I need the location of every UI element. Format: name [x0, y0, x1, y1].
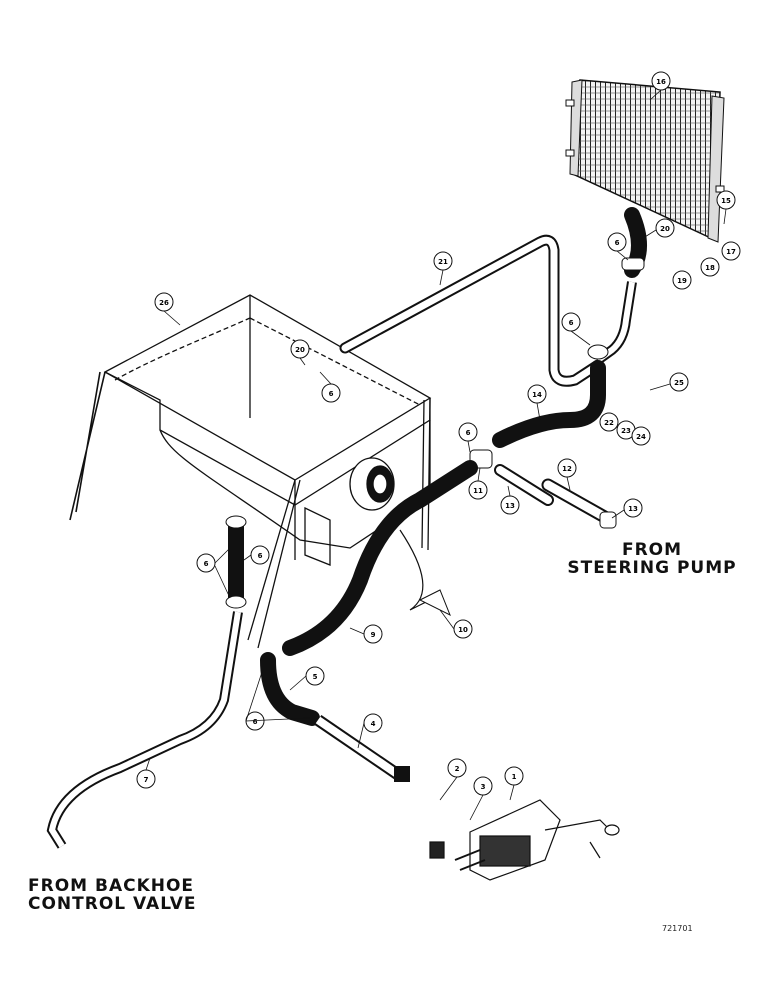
callout-6: 6 — [321, 383, 341, 403]
svg-text:17: 17 — [726, 248, 736, 256]
svg-text:22: 22 — [604, 419, 614, 427]
hose-14 — [492, 360, 606, 448]
svg-text:10: 10 — [458, 626, 468, 634]
callouts: 16 15 20 6 17 18 19 21 26 6 20 6 25 14 2… — [136, 71, 741, 796]
svg-text:11: 11 — [473, 487, 483, 495]
svg-text:24: 24 — [636, 433, 646, 441]
svg-text:25: 25 — [674, 379, 684, 387]
fitting-11 — [469, 449, 617, 529]
svg-text:6: 6 — [253, 718, 258, 726]
callout-6: 6 — [458, 422, 478, 442]
hose-9 — [282, 460, 478, 656]
backhoe-label-line2: CONTROL VALVE — [28, 893, 197, 914]
callout-22: 22 — [599, 412, 619, 432]
backhoe-label-line1: FROM BACKHOE — [28, 876, 195, 896]
svg-text:9: 9 — [371, 631, 376, 639]
svg-text:13: 13 — [505, 502, 515, 510]
callout-6: 6 — [561, 312, 581, 332]
svg-text:15: 15 — [721, 197, 731, 205]
svg-text:7: 7 — [144, 776, 149, 784]
callout-5: 5 — [305, 666, 325, 686]
callout-6: 6 — [196, 553, 216, 573]
tube-7 — [46, 611, 243, 849]
callout-20: 20 — [290, 339, 310, 359]
leader-lines — [145, 89, 727, 821]
oil-cooler — [565, 79, 725, 243]
svg-text:23: 23 — [621, 427, 631, 435]
svg-text:6: 6 — [204, 560, 209, 568]
callout-15: 15 — [716, 190, 736, 210]
steering-label-line2: STEERING PUMP — [567, 557, 737, 578]
callout-20: 20 — [655, 218, 675, 238]
callout-4: 4 — [363, 713, 383, 733]
svg-text:6: 6 — [615, 239, 620, 247]
callout-25: 25 — [669, 372, 689, 392]
callout-16: 16 — [651, 71, 671, 91]
svg-text:3: 3 — [481, 783, 486, 791]
svg-text:6: 6 — [466, 429, 471, 437]
callout-11: 11 — [468, 480, 488, 500]
hose-5 — [260, 652, 320, 726]
svg-text:21: 21 — [438, 258, 448, 266]
svg-text:4: 4 — [371, 720, 376, 728]
svg-text:20: 20 — [660, 225, 670, 233]
callout-26: 26 — [154, 292, 174, 312]
callout-6: 6 — [607, 232, 627, 252]
svg-text:16: 16 — [656, 78, 666, 86]
reference-number: 721701 — [662, 924, 693, 933]
callout-1: 1 — [504, 766, 524, 786]
svg-text:6: 6 — [569, 319, 574, 327]
callout-3: 3 — [473, 776, 493, 796]
callout-13: 13 — [623, 498, 643, 518]
callout-24: 24 — [631, 426, 651, 446]
svg-text:2: 2 — [455, 765, 460, 773]
control-valve — [429, 799, 620, 881]
callout-6: 6 — [245, 711, 265, 731]
svg-text:1: 1 — [512, 773, 517, 781]
hydraulic-tank — [69, 294, 432, 649]
callout-18: 18 — [700, 257, 720, 277]
callout-9: 9 — [363, 624, 383, 644]
svg-text:13: 13 — [628, 505, 638, 513]
backhoe-valve-label: FROM BACKHOE CONTROL VALVE — [28, 876, 197, 914]
svg-text:20: 20 — [295, 346, 305, 354]
svg-text:12: 12 — [562, 465, 572, 473]
svg-text:14: 14 — [532, 391, 542, 399]
steering-pump-label: FROM STEERING PUMP — [532, 540, 772, 578]
callout-14: 14 — [527, 384, 547, 404]
tube-21 — [339, 234, 604, 387]
svg-text:26: 26 — [159, 299, 169, 307]
callout-17: 17 — [721, 241, 741, 261]
svg-text:18: 18 — [705, 264, 715, 272]
callout-21: 21 — [433, 251, 453, 271]
callout-6: 6 — [250, 545, 270, 565]
svg-text:19: 19 — [677, 277, 687, 285]
svg-text:6: 6 — [258, 552, 263, 560]
callout-7: 7 — [136, 769, 156, 789]
callout-2: 2 — [447, 758, 467, 778]
steering-label-line1: FROM — [621, 540, 683, 560]
callout-13: 13 — [500, 495, 520, 515]
callout-10: 10 — [453, 619, 473, 639]
callout-19: 19 — [672, 270, 692, 290]
callout-12: 12 — [557, 458, 577, 478]
svg-text:5: 5 — [313, 673, 318, 681]
svg-text:6: 6 — [329, 390, 334, 398]
